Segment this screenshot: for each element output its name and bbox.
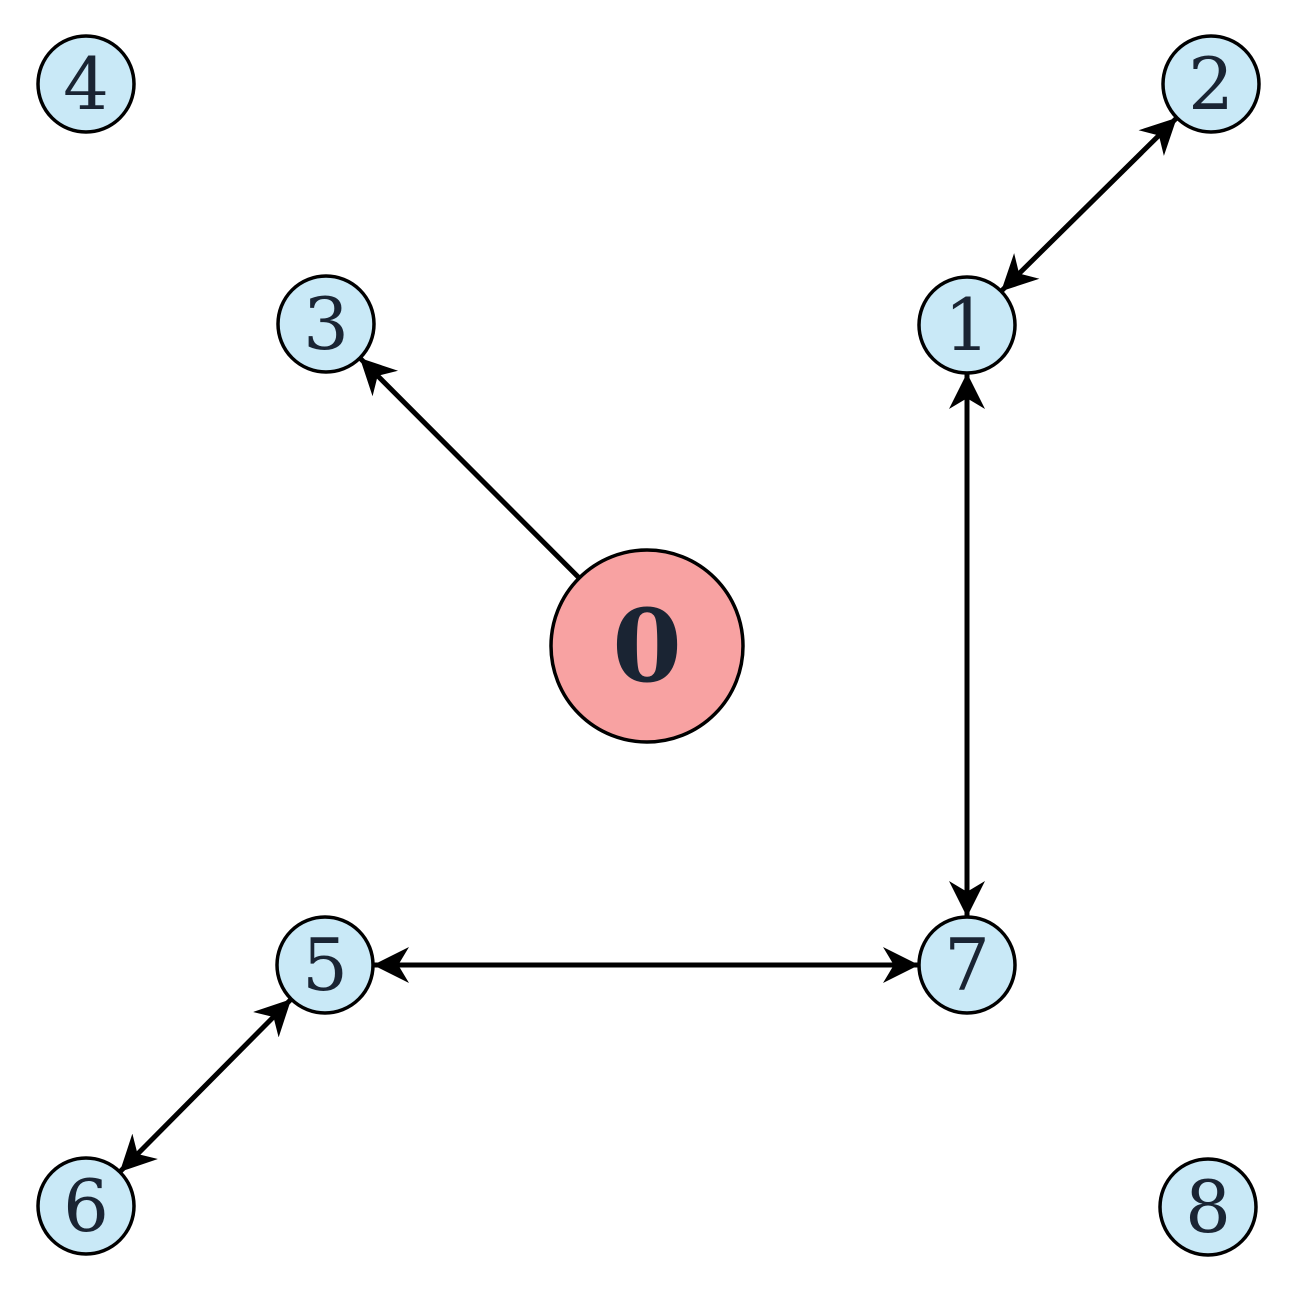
node-5-circle (275, 915, 375, 1015)
node-2-circle (1161, 34, 1261, 134)
node-6-label: 6 (63, 1164, 109, 1248)
node-2: 2 (1161, 34, 1261, 134)
node-8-circle (1158, 1157, 1258, 1257)
node-4: 4 (36, 34, 136, 134)
node-7-circle (917, 915, 1017, 1015)
node-6: 6 (36, 1156, 136, 1256)
node-3-circle (276, 274, 376, 374)
edge-1-2 (999, 115, 1179, 294)
node-7-label: 7 (944, 923, 990, 1007)
node-8-label: 8 (1185, 1165, 1231, 1249)
edge-5-6 (118, 997, 293, 1174)
node-1: 1 (917, 275, 1017, 375)
node-6-circle (36, 1156, 136, 1256)
node-8: 8 (1158, 1157, 1258, 1257)
node-5: 5 (275, 915, 375, 1015)
node-7: 7 (917, 915, 1017, 1015)
node-0-label: 0 (612, 587, 682, 705)
node-1-label: 1 (944, 283, 990, 367)
node-4-circle (36, 34, 136, 134)
node-0-circle (549, 548, 745, 744)
node-3-label: 3 (303, 282, 349, 366)
node-3: 3 (276, 274, 376, 374)
node-0: 0 (549, 548, 745, 744)
node-1-circle (917, 275, 1017, 375)
node-5-label: 5 (302, 923, 348, 1007)
node-4-label: 4 (63, 42, 109, 126)
node-2-label: 2 (1188, 42, 1234, 126)
edge-0-3 (358, 356, 581, 580)
